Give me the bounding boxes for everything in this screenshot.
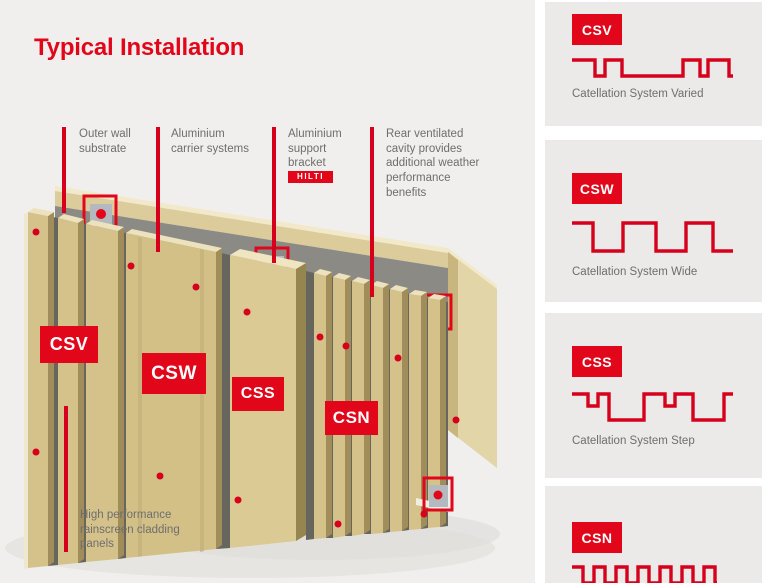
profile-badge-csw: CSW (572, 173, 622, 204)
profile-waveform-wide (572, 221, 733, 253)
wall-end-cap (448, 248, 497, 468)
installation-illustration (5, 186, 500, 578)
callout-cladding: High performance rainscreen cladding pan… (80, 509, 180, 551)
leader-line-bracket (272, 127, 276, 263)
hilti-logo: HILTI (288, 171, 333, 183)
profile-caption-csv: Catellation System Varied (572, 88, 704, 100)
profile-caption-csw: Catellation System Wide (572, 266, 698, 278)
profile-card-css: CSS Catellation System Step (545, 313, 762, 478)
leader-line-cladding (64, 406, 68, 552)
installation-section: Typical Installation Outer wall substrat… (0, 0, 535, 583)
fastener-dots (32, 228, 460, 528)
profile-badge-csn: CSN (572, 522, 622, 553)
diagram-badge-csn: CSN (325, 401, 378, 435)
cladding-panels (24, 208, 460, 569)
callout-carrier: Aluminium carrier systems (171, 128, 249, 155)
profile-caption-css: Catellation System Step (572, 435, 695, 447)
leader-line-carrier (156, 127, 160, 252)
diagram-badge-csw: CSW (142, 353, 206, 394)
page-title: Typical Installation (34, 34, 245, 62)
profile-waveform-step (572, 392, 733, 422)
diagram-badge-csv: CSV (40, 326, 98, 363)
panel-csw (126, 229, 222, 558)
page-bottom-margin (0, 583, 768, 588)
callout-outer-wall: Outer wall substrate (79, 128, 131, 155)
callout-support-bracket: Aluminium support bracket (288, 128, 342, 170)
leader-line-cavity (370, 127, 374, 297)
profile-badge-css: CSS (572, 346, 622, 377)
panel-csv (28, 208, 124, 568)
profile-card-csv: CSV Catellation System Varied (545, 2, 762, 126)
profile-waveform-varied (572, 58, 733, 78)
profile-card-csw: CSW Catellation System Wide (545, 140, 762, 302)
profile-badge-csv: CSV (572, 14, 622, 45)
profile-card-csn: CSN (545, 486, 762, 588)
panel-csn (314, 269, 446, 539)
callout-cavity: Rear ventilated cavity provides addition… (386, 128, 480, 199)
diagram-badge-css: CSS (232, 377, 284, 411)
support-bracket-lower (422, 476, 454, 512)
profile-legend: CSV Catellation System Varied CSW Catell… (545, 0, 762, 588)
leader-line-outer-wall (62, 127, 66, 213)
